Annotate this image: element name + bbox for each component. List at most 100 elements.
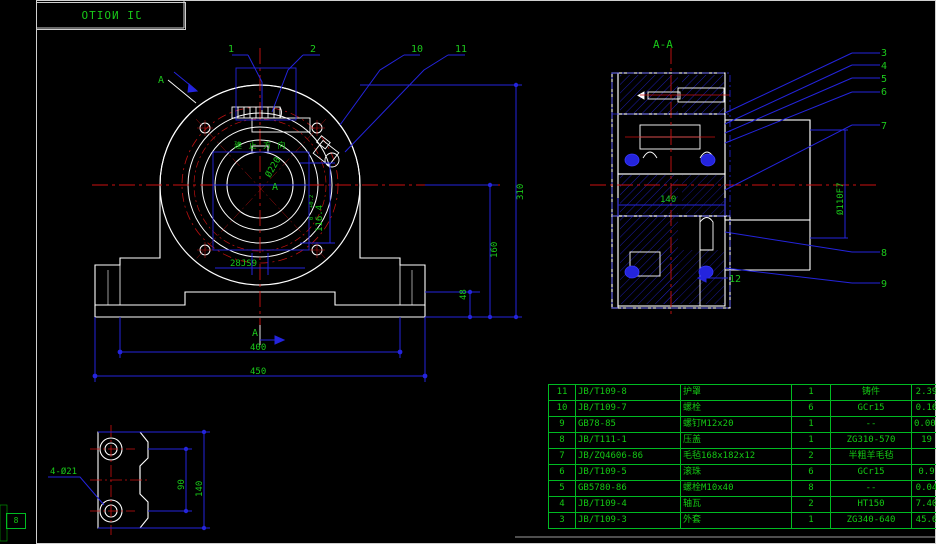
cell-no: 11 [548, 384, 576, 401]
cell-qty: 2 [791, 496, 831, 513]
cell-std: JB/T109-7 [575, 400, 681, 417]
cell-std: GB5780-86 [575, 480, 681, 497]
callout-1: 1 [228, 44, 234, 55]
dim-4xD21: 4-Ø21 [50, 466, 77, 477]
callout-3: 3 [881, 48, 887, 59]
cell-mat: -- [830, 480, 912, 497]
cell-std: JB/T109-8 [575, 384, 681, 401]
section-view-AA [590, 48, 880, 316]
rotation-direction-note: 建 止 方 向 [234, 140, 288, 150]
cell-std: GB78-85 [575, 416, 681, 433]
callout-7: 7 [881, 121, 887, 132]
cell-qty: 8 [791, 480, 831, 497]
callout-9: 9 [881, 279, 887, 290]
parts-bom-table[interactable]: 11JB/T109-8护罩1铸件2.392.3910JB/T109-7螺栓6GC… [548, 384, 936, 529]
cell-name: 滚珠 [680, 464, 792, 481]
cell-w1: 19 [911, 432, 936, 449]
left-margin-chip: 8 [6, 513, 26, 529]
cell-no: 5 [548, 480, 576, 497]
cell-std: JB/T109-3 [575, 512, 681, 529]
view-arrow-label-A-bottom: A [252, 328, 258, 339]
cell-w1 [911, 448, 936, 465]
dim-310: 310 [516, 184, 526, 200]
cell-name: 螺栓M10x40 [680, 480, 792, 497]
callout-4: 4 [881, 61, 887, 72]
cell-mat: -- [830, 416, 912, 433]
view-arrow-label-A-top: A [158, 75, 164, 86]
cell-mat: GCr15 [830, 464, 912, 481]
cell-no: 6 [548, 464, 576, 481]
main-view-bearing-housing [92, 48, 522, 382]
dim-keyway-28JS9: 28JS9 [230, 259, 257, 269]
callout-6: 6 [881, 87, 887, 98]
callout-12: 12 [729, 274, 741, 285]
dim-bore-110F7: Ø110F7 [835, 182, 846, 215]
cell-std: JB/T109-4 [575, 496, 681, 513]
cell-no: 10 [548, 400, 576, 417]
title-stamp: JI NOITO [36, 2, 186, 30]
cell-no: 9 [548, 416, 576, 433]
cell-mat: ZG310-570 [830, 432, 912, 449]
cell-qty: 2 [791, 448, 831, 465]
dim-bore-tolerance-lower: 0 [309, 217, 315, 220]
section-title-AA: A-A [653, 38, 673, 51]
dim-400: 400 [250, 343, 266, 353]
cell-w1: 7.40 [911, 496, 936, 513]
dim-bore-tolerance-upper: +0.2 [309, 195, 315, 208]
dim-450: 450 [250, 367, 266, 377]
callout-10: 10 [411, 44, 423, 55]
base-plan-view [48, 425, 210, 535]
cell-name: 护罩 [680, 384, 792, 401]
cell-name: 毛毡168x182x12 [680, 448, 792, 465]
center-label-A: A [272, 182, 278, 193]
cell-qty: 1 [791, 432, 831, 449]
callout-8: 8 [881, 248, 887, 259]
parts-table-body: 11JB/T109-8护罩1铸件2.392.3910JB/T109-7螺栓6GC… [548, 384, 936, 529]
cell-qty: 6 [791, 464, 831, 481]
cell-qty: 1 [791, 416, 831, 433]
callout-2: 2 [310, 44, 316, 55]
dim-160: 160 [490, 242, 500, 258]
cell-qty: 6 [791, 400, 831, 417]
cell-no: 4 [548, 496, 576, 513]
cell-w1: 45.6 [911, 512, 936, 529]
cell-w1: 0.008 [911, 416, 936, 433]
cell-mat: GCr15 [830, 400, 912, 417]
cell-name: 螺栓 [680, 400, 792, 417]
cell-std: JB/ZQ4606-86 [575, 448, 681, 465]
cell-std: JB/T109-5 [575, 464, 681, 481]
cell-w1: 0.16 [911, 400, 936, 417]
cell-w1: 2.39 [911, 384, 936, 401]
cell-mat: HT150 [830, 496, 912, 513]
callout-5: 5 [881, 74, 887, 85]
cell-no: 8 [548, 432, 576, 449]
cell-std: JB/T111-1 [575, 432, 681, 449]
cell-name: 外套 [680, 512, 792, 529]
cell-name: 轴瓦 [680, 496, 792, 513]
cell-name: 螺钉M12x20 [680, 416, 792, 433]
cell-w1: 0.04 [911, 480, 936, 497]
dim-140-section: 140 [660, 195, 676, 205]
cell-w1: 0.9 [911, 464, 936, 481]
cell-mat: ZG340-640 [830, 512, 912, 529]
dim-bore-tolerance: 116.4 [315, 205, 325, 232]
cell-mat: 半粗羊毛毡 [830, 448, 912, 465]
cell-mat: 铸件 [830, 384, 912, 401]
callout-11: 11 [455, 44, 467, 55]
dim-90: 90 [177, 479, 187, 490]
cell-no: 3 [548, 512, 576, 529]
cell-qty: 1 [791, 384, 831, 401]
dim-48: 48 [459, 289, 469, 300]
cell-no: 7 [548, 448, 576, 465]
